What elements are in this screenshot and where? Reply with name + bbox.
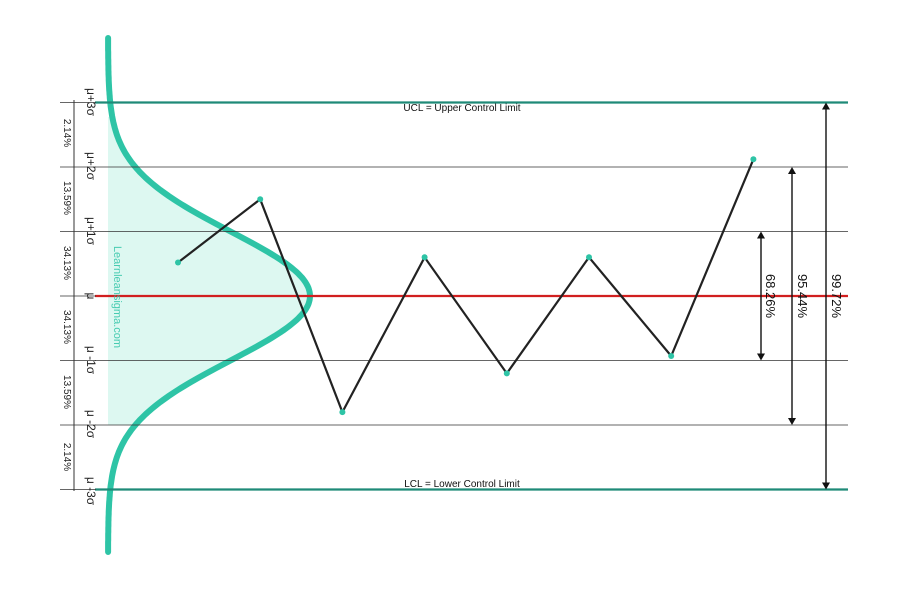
- span-label-68: 68.26%: [763, 274, 778, 319]
- arrow-head-up: [822, 102, 830, 110]
- span-label-95: 95.44%: [795, 274, 810, 319]
- watermark-text: Learnleansigma.com: [111, 246, 123, 348]
- data-point: [175, 259, 181, 266]
- sigma-spans: [757, 102, 830, 490]
- sigma-gridlines: [95, 101, 848, 491]
- data-point: [668, 353, 675, 359]
- band-percent-2: 13.59%: [61, 181, 72, 215]
- band-percent-6: 2.14%: [61, 443, 72, 471]
- data-point: [421, 254, 428, 261]
- data-point: [257, 196, 264, 203]
- process-data: [175, 156, 757, 416]
- sigma-label-minus2: μ -2σ: [84, 410, 98, 439]
- band-percent-5: 13.59%: [61, 375, 72, 409]
- data-point: [339, 409, 346, 416]
- data-point: [586, 254, 592, 261]
- span-3-sigma: [822, 102, 830, 490]
- span-label-99: 99.72%: [829, 274, 844, 319]
- ucl-label: UCL = Upper Control Limit: [403, 103, 520, 114]
- band-percent-3: 34.13%: [61, 246, 72, 280]
- arrow-head-up: [788, 167, 796, 174]
- span-2-sigma: [788, 167, 796, 425]
- normal-distribution-fill: [108, 117, 310, 425]
- sigma-label-plus2: μ+2σ: [84, 152, 98, 181]
- arrow-head-down: [822, 482, 830, 490]
- sigma-label-minus1: μ -1σ: [84, 346, 98, 375]
- lcl-label: LCL = Lower Control Limit: [404, 479, 520, 490]
- band-percent-4: 34.13%: [61, 310, 72, 344]
- sigma-axis: [60, 100, 96, 491]
- arrow-head-down: [757, 353, 765, 361]
- data-point: [750, 156, 757, 163]
- sigma-label-plus3: μ+3σ: [84, 88, 98, 117]
- sigma-label-mean: μ: [84, 293, 98, 300]
- span-1-sigma: [757, 231, 765, 361]
- sigma-label-plus1: μ+1σ: [84, 217, 98, 246]
- sigma-labels: μ+3σ μ+2σ μ+1σ μ μ -1σ μ -2σ μ -3σ: [84, 88, 98, 506]
- process-line: [177, 158, 755, 415]
- sigma-label-minus3: μ -3σ: [84, 477, 98, 506]
- arrow-head-down: [788, 418, 796, 425]
- band-percent-labels: 2.14% 13.59% 34.13% 34.13% 13.59% 2.14%: [61, 119, 72, 471]
- data-point: [503, 370, 510, 377]
- arrow-head-up: [757, 231, 765, 239]
- band-percent-1: 2.14%: [61, 119, 72, 147]
